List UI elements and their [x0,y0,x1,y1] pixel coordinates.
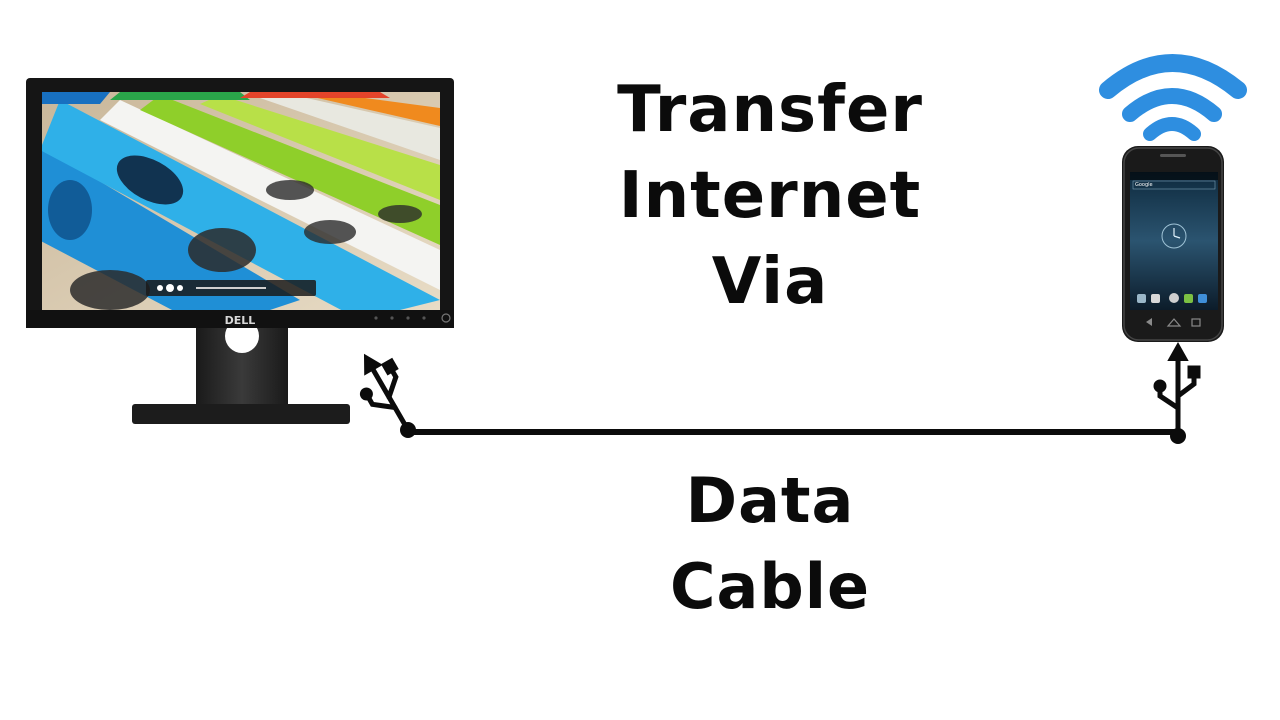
phone-recents-icon [1191,318,1201,327]
phone-back-icon [1146,318,1152,326]
usb-symbol-icon [1153,341,1201,439]
cable-label-line-1: Data [685,464,855,537]
phone-speaker [1160,154,1186,157]
phone-search-bar-label: Google [1135,182,1153,188]
monitor-stand-neck [196,322,288,404]
smartphone-icon: Google [1122,146,1224,342]
monitor-stand-base [132,404,350,424]
phone-screen [1130,172,1218,310]
monitor-screen [42,92,440,310]
title-line-2: Internet [618,159,922,233]
monitor-power-button [441,313,451,323]
phone-clock-widget [1161,223,1187,249]
desktop-monitor-icon: DELL [26,78,454,424]
phone-app-icon [1151,294,1160,303]
phone-app-icon [1184,294,1193,303]
phone-app-drawer-icon [1169,293,1179,303]
wifi-signal-icon [1099,54,1247,141]
phone-home-icon [1166,318,1182,327]
title-line-1: Transfer [617,73,923,147]
usb-symbol-icon [359,353,411,433]
title-line-3: Via [711,245,829,319]
phone-app-icon [1137,294,1146,303]
cable-label-line-2: Cable [669,550,871,623]
phone-app-icon [1198,294,1207,303]
monitor-brand-logo: DELL [225,314,256,327]
